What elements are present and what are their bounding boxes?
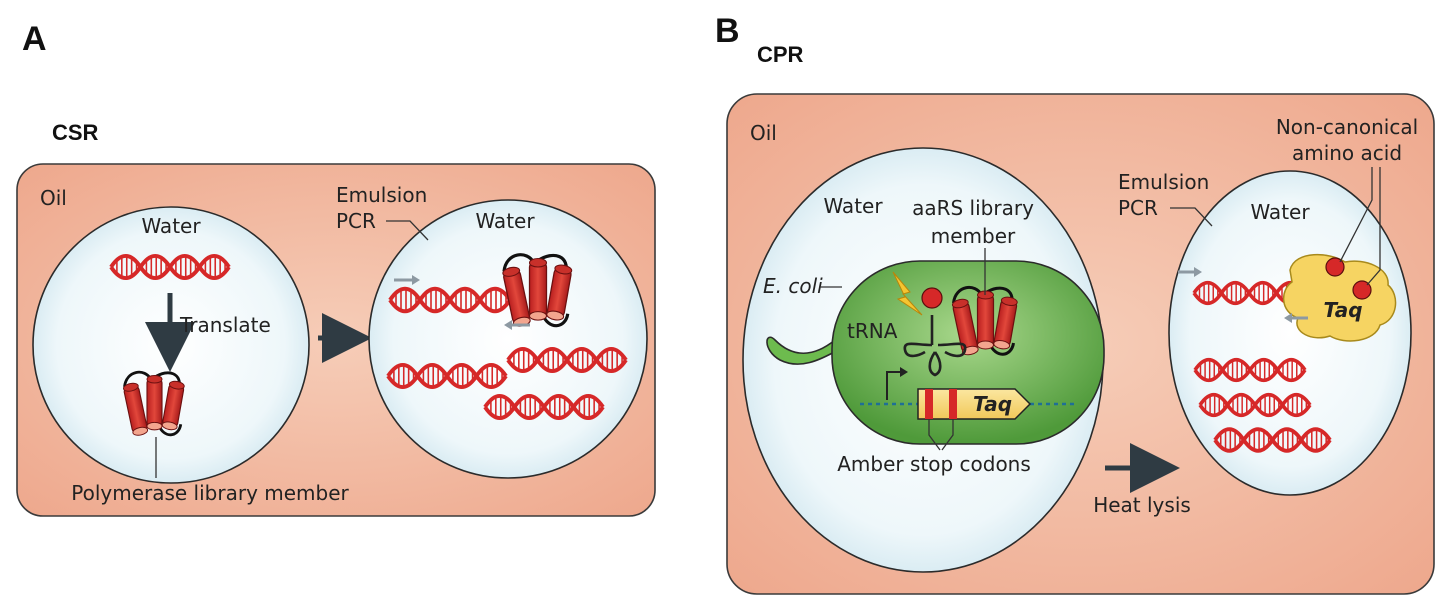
lightning-icon bbox=[892, 271, 923, 316]
amber-label: Amber stop codons bbox=[837, 452, 1031, 476]
water-label-a-right: Water bbox=[475, 209, 535, 233]
primer-arrow-reverse-head bbox=[1284, 313, 1292, 323]
aars-label-line1: aaRS library bbox=[912, 196, 1034, 220]
ecoli-flagellum bbox=[766, 336, 839, 365]
pcr-label-b: PCR bbox=[1118, 196, 1158, 220]
polymerase-label: Polymerase library member bbox=[71, 481, 349, 505]
taq-gene-label: Taq bbox=[973, 392, 1012, 416]
amber-codon bbox=[949, 389, 957, 419]
pcr-label-a: PCR bbox=[336, 209, 376, 233]
primer-arrow-reverse-head bbox=[504, 320, 512, 330]
panel-b-letter: B bbox=[715, 12, 740, 50]
water-label-b-right: Water bbox=[1250, 200, 1310, 224]
panel-b-title: CPR bbox=[757, 42, 804, 67]
ncaa-ball bbox=[921, 287, 943, 309]
oil-label-b: Oil bbox=[750, 121, 777, 145]
water-droplet-a-right bbox=[368, 199, 648, 479]
ncaa-ball bbox=[1325, 257, 1345, 277]
pcr-leader-b bbox=[1170, 207, 1213, 227]
ncaa-ball bbox=[1352, 280, 1372, 300]
amber-leader bbox=[928, 419, 954, 451]
ncaa-leader bbox=[1339, 167, 1381, 286]
promoter-arrow-head bbox=[900, 367, 908, 377]
ncaa-label-line1: Non-canonical bbox=[1276, 115, 1418, 139]
primer-arrow-forward-head bbox=[1194, 267, 1202, 277]
taq-protein-label: Taq bbox=[1323, 298, 1362, 322]
ecoli-label: E. coli bbox=[763, 274, 823, 298]
amber-codon bbox=[925, 389, 933, 419]
water-label-a-left: Water bbox=[141, 214, 201, 238]
aars-label-line2: member bbox=[931, 224, 1016, 248]
panel-a-letter: A bbox=[22, 20, 47, 58]
panel-b: B CPR Oil Water aaRS library member E. c… bbox=[715, 12, 1435, 595]
panel-a: A CSR Oil Water Translate Polymerase lib… bbox=[16, 20, 656, 517]
trna-icon bbox=[903, 315, 967, 377]
water-label-b-left: Water bbox=[823, 194, 883, 218]
trna-label: tRNA bbox=[847, 319, 898, 343]
taq-gene-box bbox=[917, 388, 1032, 420]
translate-label: Translate bbox=[179, 313, 271, 337]
pcr-leader-a bbox=[386, 220, 429, 241]
panel-a-title: CSR bbox=[52, 120, 99, 145]
emulsion-label-b: Emulsion bbox=[1118, 170, 1209, 194]
primer-arrow-forward-head bbox=[412, 275, 420, 285]
heat-lysis-label: Heat lysis bbox=[1093, 493, 1191, 517]
emulsion-label-a: Emulsion bbox=[336, 183, 427, 207]
oil-label-a: Oil bbox=[40, 186, 67, 210]
promoter-arrow bbox=[886, 371, 902, 400]
water-droplet-b-right bbox=[1168, 170, 1412, 496]
ncaa-label-line2: amino acid bbox=[1292, 141, 1402, 165]
